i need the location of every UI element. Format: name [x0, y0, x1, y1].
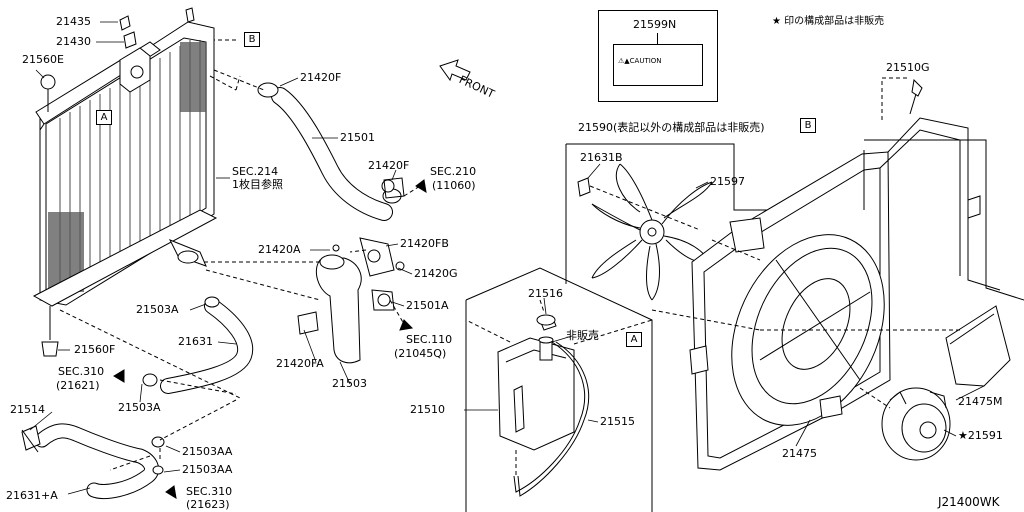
front-arrow-icon [440, 60, 470, 80]
part-21591: ★21591 [958, 429, 1003, 442]
part-21503a-top: 21503A [136, 303, 179, 316]
not-for-sale-note: 非販売 [566, 329, 599, 342]
cooling-fan [592, 164, 712, 300]
sec-110-code: (21045Q) [394, 347, 447, 360]
part-21590: 21590(表記以外の構成部品は非販売) [578, 121, 765, 134]
part-21430: 21430 [56, 35, 91, 48]
sec-214-ref: SEC.214 [232, 165, 279, 178]
ref-box-b-shroud: B [800, 118, 816, 133]
shroud-rear-frame [864, 118, 1000, 290]
part-21514: 21514 [10, 403, 45, 416]
upper-radiator-hose [258, 83, 401, 212]
reservoir-group-outline [466, 268, 652, 512]
sec-310b-ref: SEC.310 [186, 485, 233, 498]
lower-radiator-hose [143, 297, 245, 386]
fan-motor [882, 388, 950, 460]
part-21501a: 21501A [406, 299, 449, 312]
part-21631b: 21631B [580, 151, 623, 164]
part-21597: 21597 [710, 175, 745, 188]
bypass-hose [22, 426, 164, 491]
sec-110-ref: SEC.110 [406, 333, 453, 346]
caution-label-text: ⚠▲CAUTION [618, 57, 662, 65]
part-21631: 21631 [178, 335, 213, 348]
part-21435: 21435 [56, 15, 91, 28]
part-21560f: 21560F [74, 343, 116, 356]
caution-label-leader [657, 33, 658, 44]
diagram-code: J21400WK [938, 495, 1000, 509]
part-21515: 21515 [600, 415, 635, 428]
motor-cover [946, 306, 1010, 386]
part-21560e: 21560E [22, 53, 64, 66]
part-21503a-bottom: 21503A [118, 401, 161, 414]
dashed-leaders [60, 40, 960, 476]
clip-21631b [578, 178, 590, 196]
part-21475: 21475 [782, 447, 817, 460]
legend-note: ★ 印の構成部品は非販売 [772, 16, 885, 27]
sec-210-code: (11060) [432, 179, 476, 192]
part-21503aa-2: 21503AA [182, 463, 233, 476]
sec-310b-code: (21623) [186, 498, 230, 511]
part-21420a: 21420A [258, 243, 301, 256]
part-21420fa: 21420FA [276, 357, 324, 370]
radiator [34, 8, 216, 356]
sec-210-ref: SEC.210 [430, 165, 477, 178]
part-21510g: 21510G [886, 61, 930, 74]
part-21475m: 21475M [958, 395, 1003, 408]
part-21631a: 21631+A [6, 489, 58, 502]
part-21503aa-1: 21503AA [182, 445, 233, 458]
caution-label-part-number: 21599N [633, 18, 677, 31]
part-21420fb: 21420FB [400, 237, 449, 250]
fan-shroud [690, 152, 914, 470]
part-21420g: 21420G [414, 267, 458, 280]
part-21420f-top: 21420F [300, 71, 342, 84]
sec-310a-code: (21621) [56, 379, 100, 392]
part-21420f-mid: 21420F [368, 159, 410, 172]
sec-arrow-icons [114, 180, 426, 498]
ref-box-b-radiator: B [244, 32, 260, 47]
part-21501: 21501 [340, 131, 375, 144]
part-21510: 21510 [410, 403, 445, 416]
ref-box-a-radiator: A [96, 110, 112, 125]
ref-box-a-reservoir: A [626, 332, 642, 347]
sec-214-note: 1枚目参照 [232, 178, 283, 191]
caution-label-box: 21599N ⚠▲CAUTION [598, 10, 718, 102]
bolt-21510g [910, 80, 922, 114]
caution-label: ⚠▲CAUTION [613, 44, 703, 86]
part-21516: 21516 [528, 287, 563, 300]
sec-310a-ref: SEC.310 [58, 365, 105, 378]
reservoir-tank [498, 315, 589, 496]
solid-leaders [30, 22, 984, 494]
part-21503: 21503 [332, 377, 367, 390]
